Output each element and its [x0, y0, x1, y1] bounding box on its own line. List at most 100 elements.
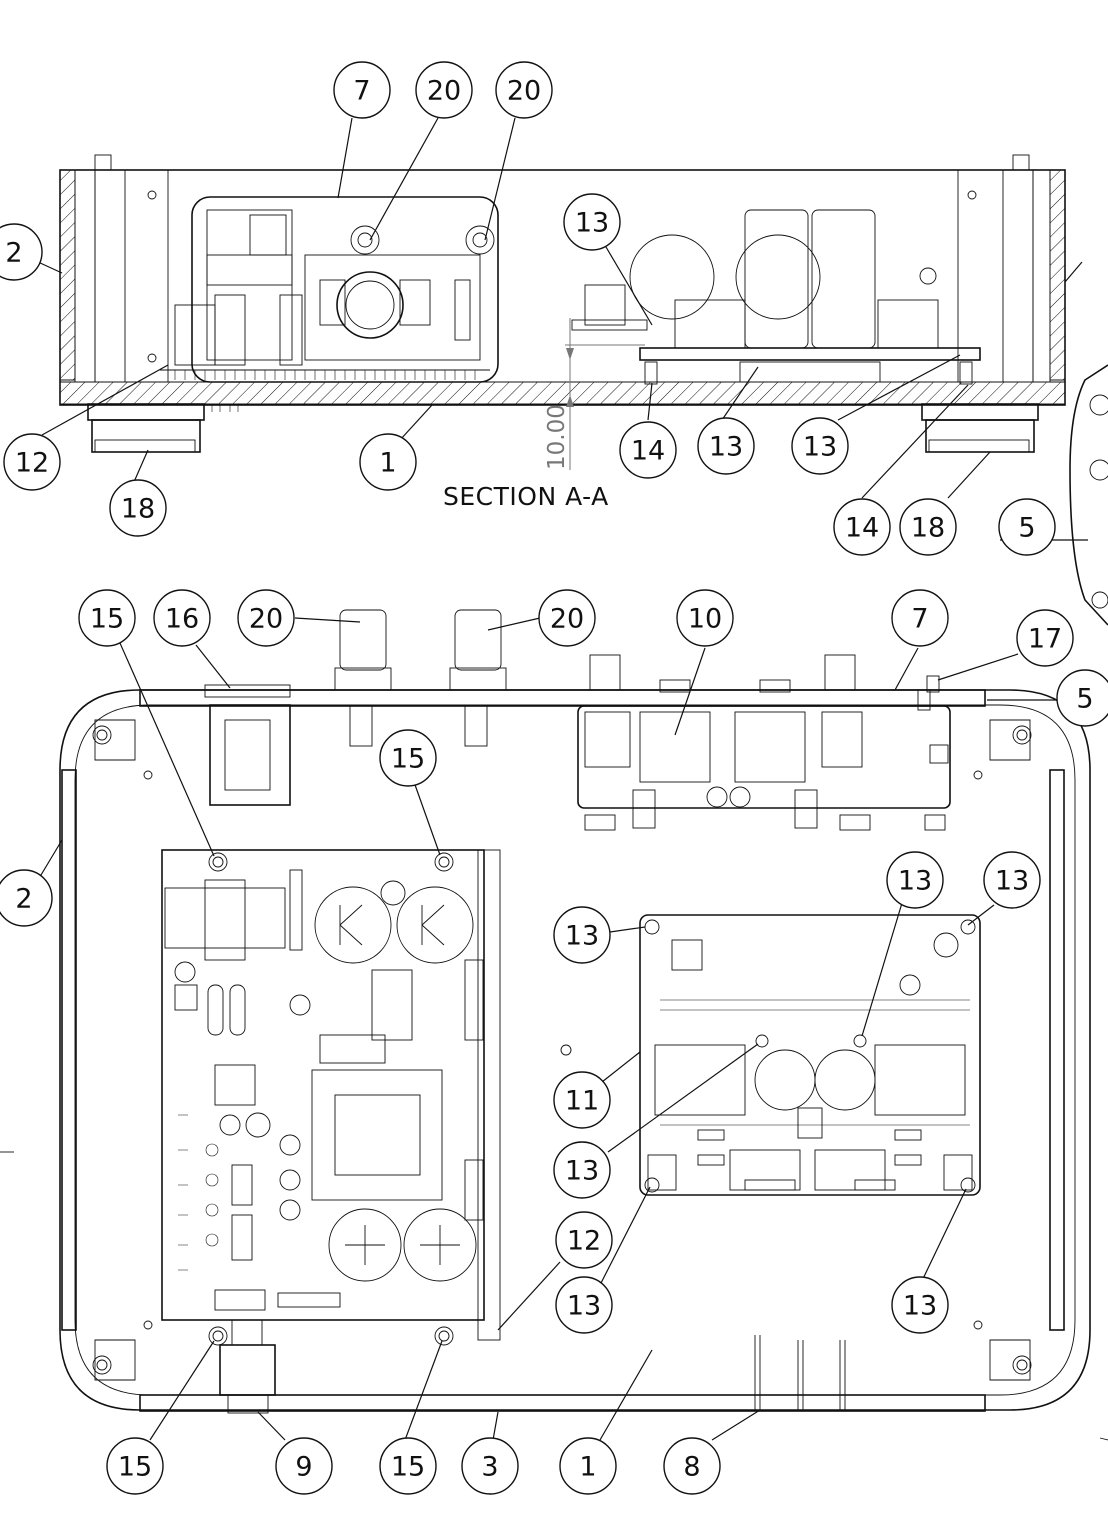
- balloon-label: 7: [911, 604, 928, 635]
- balloon-circle: [555, 1276, 613, 1334]
- balloon-18: 18: [899, 498, 957, 556]
- balloon-label: 15: [118, 1452, 152, 1483]
- balloon-circle: [619, 421, 677, 479]
- balloon-14: 14: [619, 421, 677, 479]
- balloon-label: 11: [565, 1086, 599, 1117]
- balloon-label: 14: [631, 436, 665, 467]
- balloon-label: 13: [709, 432, 743, 463]
- balloon-circle: [553, 1141, 611, 1199]
- balloon-9: 9: [275, 1437, 333, 1495]
- balloon-3: 3: [461, 1437, 519, 1495]
- balloon-circle: [461, 1437, 519, 1495]
- balloon-label: 13: [565, 1156, 599, 1187]
- balloon-label: 9: [295, 1452, 312, 1483]
- balloon-1: 1: [559, 1437, 617, 1495]
- balloon-2: 2: [0, 869, 53, 927]
- balloon-circle: [275, 1437, 333, 1495]
- balloon-circle: [555, 1211, 613, 1269]
- balloon-label: 15: [90, 604, 124, 635]
- balloon-label: 15: [391, 1452, 425, 1483]
- balloon-15: 15: [379, 729, 437, 787]
- balloon-label: 10: [688, 604, 722, 635]
- balloon-circle: [899, 498, 957, 556]
- dimension-10: 10.00: [544, 318, 645, 470]
- balloon-circle: [676, 589, 734, 647]
- balloon-7: 7: [333, 61, 391, 119]
- balloon-label: 13: [567, 1291, 601, 1322]
- balloon-13: 13: [891, 1276, 949, 1334]
- balloon-circle: [559, 1437, 617, 1495]
- balloon-20: 20: [237, 589, 295, 647]
- balloon-circle: [553, 1071, 611, 1129]
- balloon-13: 13: [697, 417, 755, 475]
- balloon-circle: [563, 193, 621, 251]
- balloon-label: 2: [5, 238, 22, 269]
- balloon-label: 18: [121, 494, 155, 525]
- balloon-label: 1: [579, 1452, 596, 1483]
- balloon-circle: [697, 417, 755, 475]
- section-title: SECTION A-A: [443, 482, 609, 511]
- balloon-2: 2: [0, 223, 43, 281]
- balloon-label: 13: [898, 866, 932, 897]
- balloon-circle: [237, 589, 295, 647]
- balloon-13: 13: [983, 851, 1041, 909]
- balloon-circle: [553, 906, 611, 964]
- balloon-11: 11: [553, 1071, 611, 1129]
- balloon-label: 20: [427, 76, 461, 107]
- balloon-circle: [833, 498, 891, 556]
- balloon-5: 5: [998, 498, 1056, 556]
- balloon-12: 12: [555, 1211, 613, 1269]
- balloon-label: 13: [995, 866, 1029, 897]
- balloon-label: 3: [481, 1452, 498, 1483]
- balloon-13: 13: [563, 193, 621, 251]
- balloon-circle: [333, 61, 391, 119]
- balloon-label: 13: [565, 921, 599, 952]
- balloon-20: 20: [495, 61, 553, 119]
- balloon-label: 1: [379, 448, 396, 479]
- balloon-circle: [379, 1437, 437, 1495]
- balloon-10: 10: [676, 589, 734, 647]
- balloon-13: 13: [555, 1276, 613, 1334]
- balloon-15: 15: [78, 589, 136, 647]
- balloon-circle: [791, 417, 849, 475]
- balloon-circle: [1016, 609, 1074, 667]
- balloon-label: 17: [1028, 624, 1062, 655]
- balloon-label: 20: [249, 604, 283, 635]
- balloon-13: 13: [886, 851, 944, 909]
- balloon-20: 20: [538, 589, 596, 647]
- balloon-20: 20: [415, 61, 473, 119]
- balloon-18: 18: [109, 479, 167, 537]
- balloon-circle: [886, 851, 944, 909]
- balloon-7: 7: [891, 589, 949, 647]
- balloon-label: 13: [903, 1291, 937, 1322]
- balloon-circle: [3, 433, 61, 491]
- balloon-label: 7: [353, 76, 370, 107]
- balloon-label: 18: [911, 513, 945, 544]
- balloon-circle: [359, 433, 417, 491]
- balloon-circle: [415, 61, 473, 119]
- balloon-8: 8: [663, 1437, 721, 1495]
- balloon-circle: [0, 223, 43, 281]
- balloon-15: 15: [379, 1437, 437, 1495]
- balloon-circle: [983, 851, 1041, 909]
- balloon-circle: [1056, 669, 1108, 727]
- balloon-label: 5: [1018, 513, 1035, 544]
- balloon-circle: [663, 1437, 721, 1495]
- balloon-14: 14: [833, 498, 891, 556]
- balloon-circle: [106, 1437, 164, 1495]
- balloon-label: 14: [845, 513, 879, 544]
- dimension-value: 10.00: [544, 404, 570, 470]
- balloon-label: 12: [15, 448, 49, 479]
- balloon-label: 15: [391, 744, 425, 775]
- balloon-circle: [0, 869, 53, 927]
- balloon-circle: [109, 479, 167, 537]
- balloon-label: 13: [575, 208, 609, 239]
- balloon-12: 12: [3, 433, 61, 491]
- balloon-15: 15: [106, 1437, 164, 1495]
- balloon-label: 2: [15, 884, 32, 915]
- balloon-circle: [495, 61, 553, 119]
- balloon-circle: [379, 729, 437, 787]
- balloon-13: 13: [791, 417, 849, 475]
